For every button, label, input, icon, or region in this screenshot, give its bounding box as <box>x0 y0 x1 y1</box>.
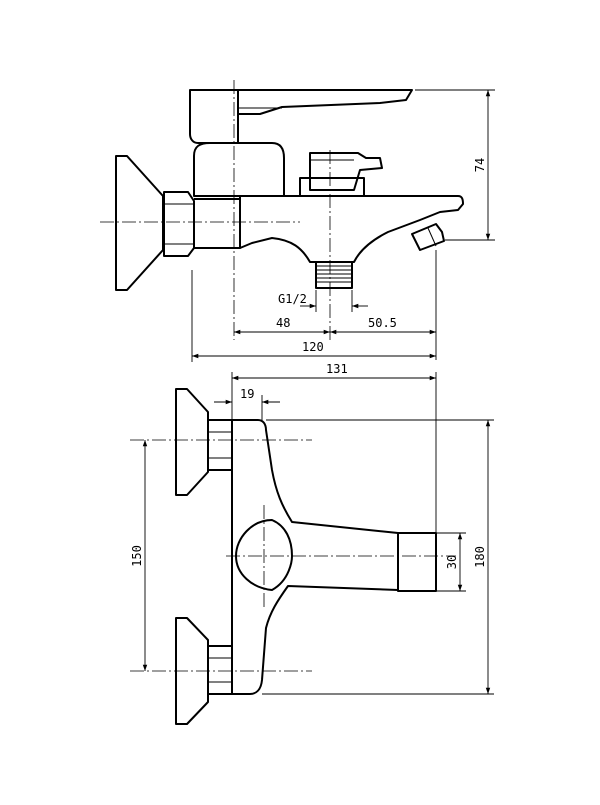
hex-nut <box>163 191 195 257</box>
diverter-knob <box>309 152 383 191</box>
dim-spout-height-label: 30 <box>445 555 459 569</box>
dim-overall-projection-label: 131 <box>326 362 348 376</box>
dim-left-offset-label: 48 <box>276 316 290 330</box>
side-view: 74 G1/2 48 50.5 120 <box>100 80 495 362</box>
thread-outlet <box>315 261 353 289</box>
dim-inlet-spacing-label: 150 <box>130 545 144 567</box>
dim-right-offset-label: 50.5 <box>368 316 397 330</box>
dim-total-depth-label: 120 <box>302 340 324 354</box>
dim-nut-depth-label: 19 <box>240 387 254 401</box>
spout-outlet <box>411 223 445 251</box>
bottom-nut <box>207 645 233 695</box>
lever-handle <box>397 532 437 592</box>
dim-height-label: 74 <box>473 158 487 172</box>
top-nut <box>207 419 233 471</box>
lever-handle-block <box>189 89 239 144</box>
bottom-flange <box>175 617 209 725</box>
cartridge-dome <box>235 519 293 591</box>
lever-handle-arm <box>238 89 413 115</box>
mixer-body <box>231 419 399 695</box>
cartridge-cap <box>193 142 285 197</box>
top-flange <box>175 388 209 496</box>
wall-flange <box>115 155 164 291</box>
diverter-knob-base <box>299 177 365 197</box>
dim-total-height-label: 180 <box>473 546 487 568</box>
dim-thread-label: G1/2 <box>278 292 307 306</box>
spout-body <box>239 195 464 263</box>
inlet-pipe <box>194 198 241 249</box>
front-view: 131 19 150 30 180 <box>130 362 494 725</box>
